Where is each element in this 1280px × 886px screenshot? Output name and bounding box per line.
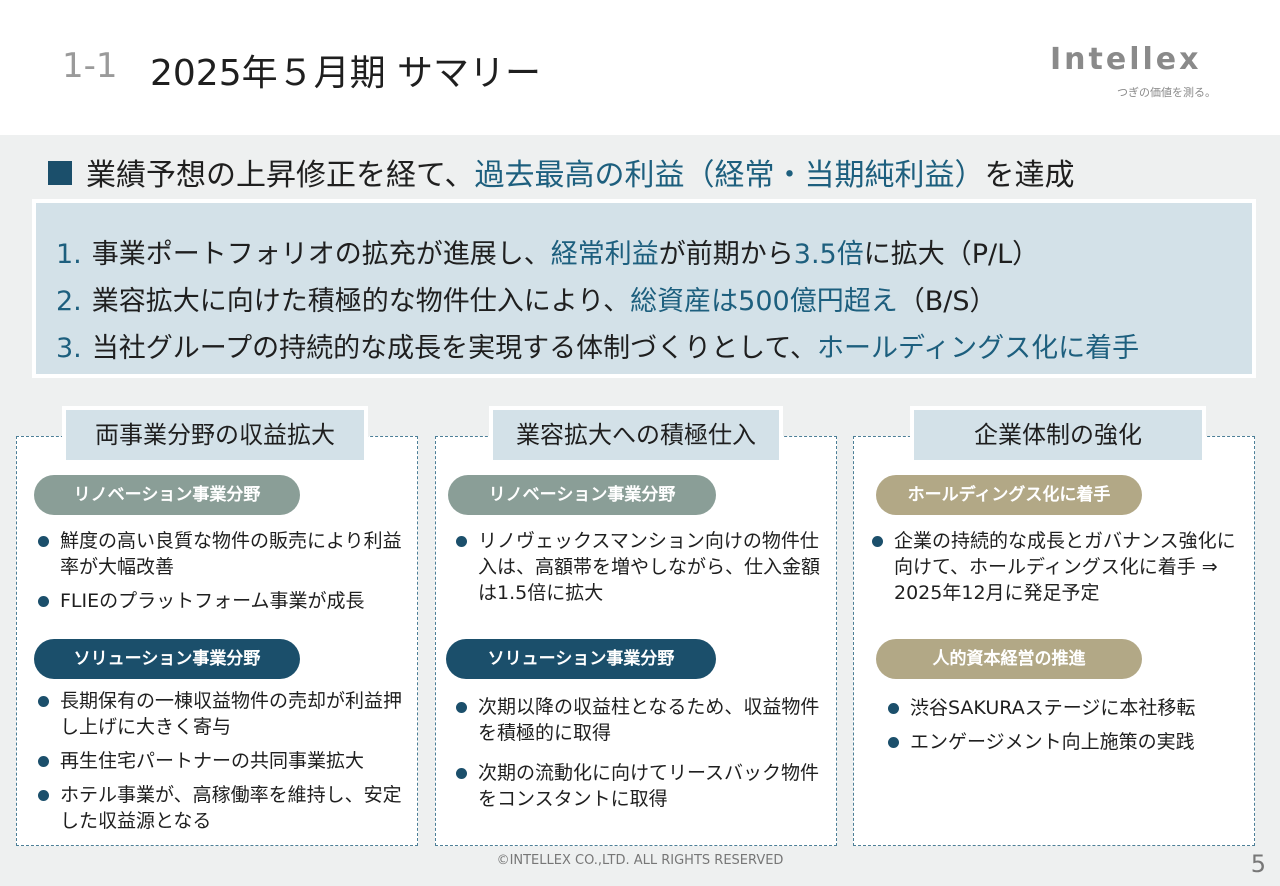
- bullet-list: 渋谷SAKURAステージに本社移転 エンゲージメント向上施策の実践: [888, 695, 1248, 763]
- summary-highlight: 3.5倍: [793, 239, 864, 270]
- summary-line-1: 1. 事業ポートフォリオの拡充が進展し、経常利益が前期から3.5倍に拡大（P/L）: [56, 231, 1252, 278]
- header: 1-1 2025年５月期 サマリー Intellex つぎの価値を測る。: [0, 0, 1280, 135]
- square-bullet-icon: [48, 161, 72, 185]
- bullet-list: 長期保有の一棟収益物件の売却が利益押し上げに大きく寄与 再生住宅パートナーの共同…: [38, 688, 410, 842]
- bullet-list: 次期以降の収益柱となるため、収益物件を積極的に取得 次期の流動化に向けてリースバ…: [456, 694, 830, 820]
- summary-number: 3.: [56, 333, 82, 364]
- section-number: 1-1: [62, 46, 118, 86]
- list-item: 長期保有の一棟収益物件の売却が利益押し上げに大きく寄与: [38, 688, 410, 740]
- column-title: 両事業分野の収益拡大: [62, 406, 368, 464]
- list-item: リノヴェックスマンション向けの物件仕入は、高額帯を増やしながら、仕入金額は1.5…: [456, 528, 830, 606]
- logo-text: Intellex: [1050, 42, 1202, 77]
- summary-text: 当社グループの持続的な成長を実現する体制づくりとして、: [91, 333, 817, 364]
- copyright: ©INTELLEX CO.,LTD. ALL RIGHTS RESERVED: [496, 853, 784, 868]
- section-pill-human-capital: 人的資本経営の推進: [876, 639, 1142, 679]
- column-title: 業容拡大への積極仕入: [489, 406, 783, 464]
- column-title: 企業体制の強化: [910, 406, 1206, 464]
- summary-number: 1.: [56, 239, 82, 270]
- list-item: エンゲージメント向上施策の実践: [888, 729, 1248, 755]
- bullet-list: 企業の持続的な成長とガバナンス強化に向けて、ホールディングス化に着手 ⇒ 202…: [872, 528, 1242, 614]
- summary-text: 業容拡大に向けた積極的な物件仕入により、: [91, 286, 631, 317]
- list-item: 再生住宅パートナーの共同事業拡大: [38, 748, 410, 774]
- summary-text: （B/S）: [897, 286, 997, 317]
- list-item: 次期の流動化に向けてリースバック物件をコンスタントに取得: [456, 760, 830, 812]
- summary-inner: 1. 事業ポートフォリオの拡充が進展し、経常利益が前期から3.5倍に拡大（P/L）…: [36, 203, 1252, 374]
- list-item: 企業の持続的な成長とガバナンス強化に向けて、ホールディングス化に着手 ⇒ 202…: [872, 528, 1242, 606]
- section-pill-solution: ソリューション事業分野: [34, 639, 300, 679]
- summary-text: に拡大（P/L）: [863, 239, 1040, 270]
- list-item: 渋谷SAKURAステージに本社移転: [888, 695, 1248, 721]
- list-item: FLIEのプラットフォーム事業が成長: [38, 588, 410, 614]
- page-title: 2025年５月期 サマリー: [150, 53, 542, 94]
- summary-highlight: 経常利益: [550, 239, 659, 270]
- list-item: 次期以降の収益柱となるため、収益物件を積極的に取得: [456, 694, 830, 746]
- summary-text: 事業ポートフォリオの拡充が進展し、: [91, 239, 551, 270]
- summary-highlight: 総資産は500億円超え: [630, 286, 898, 317]
- summary-line-3: 3. 当社グループの持続的な成長を実現する体制づくりとして、ホールディングス化に着…: [56, 325, 1252, 372]
- company-logo: Intellex つぎの価値を測る。: [1050, 42, 1220, 102]
- section-pill-renovation: リノベーション事業分野: [34, 475, 300, 515]
- page-number: 5: [1250, 850, 1266, 878]
- section-pill-solution: ソリューション事業分野: [446, 639, 716, 679]
- summary-text: が前期から: [658, 239, 794, 270]
- headline-suffix: を達成: [984, 158, 1075, 193]
- headline-highlight: 過去最高の利益（経常・当期純利益）: [474, 158, 985, 193]
- summary-line-2: 2. 業容拡大に向けた積極的な物件仕入により、総資産は500億円超え（B/S）: [56, 278, 1252, 325]
- logo-tagline: つぎの価値を測る。: [1117, 86, 1216, 99]
- headline-prefix: 業績予想の上昇修正を経て、: [86, 158, 475, 193]
- list-item: 鮮度の高い良質な物件の販売により利益率が大幅改善: [38, 528, 410, 580]
- section-pill-holdings: ホールディングス化に着手: [876, 475, 1142, 515]
- section-pill-renovation: リノベーション事業分野: [448, 475, 716, 515]
- summary-box: 1. 事業ポートフォリオの拡充が進展し、経常利益が前期から3.5倍に拡大（P/L）…: [32, 199, 1256, 378]
- bullet-list: リノヴェックスマンション向けの物件仕入は、高額帯を増やしながら、仕入金額は1.5…: [456, 528, 830, 614]
- summary-number: 2.: [56, 286, 82, 317]
- bullet-list: 鮮度の高い良質な物件の販売により利益率が大幅改善 FLIEのプラットフォーム事業…: [38, 528, 410, 622]
- headline: 業績予想の上昇修正を経て、過去最高の利益（経常・当期純利益）を達成: [48, 150, 1075, 194]
- list-item: ホテル事業が、高稼働率を維持し、安定した収益源となる: [38, 782, 410, 834]
- summary-highlight: ホールディングス化に着手: [817, 333, 1140, 364]
